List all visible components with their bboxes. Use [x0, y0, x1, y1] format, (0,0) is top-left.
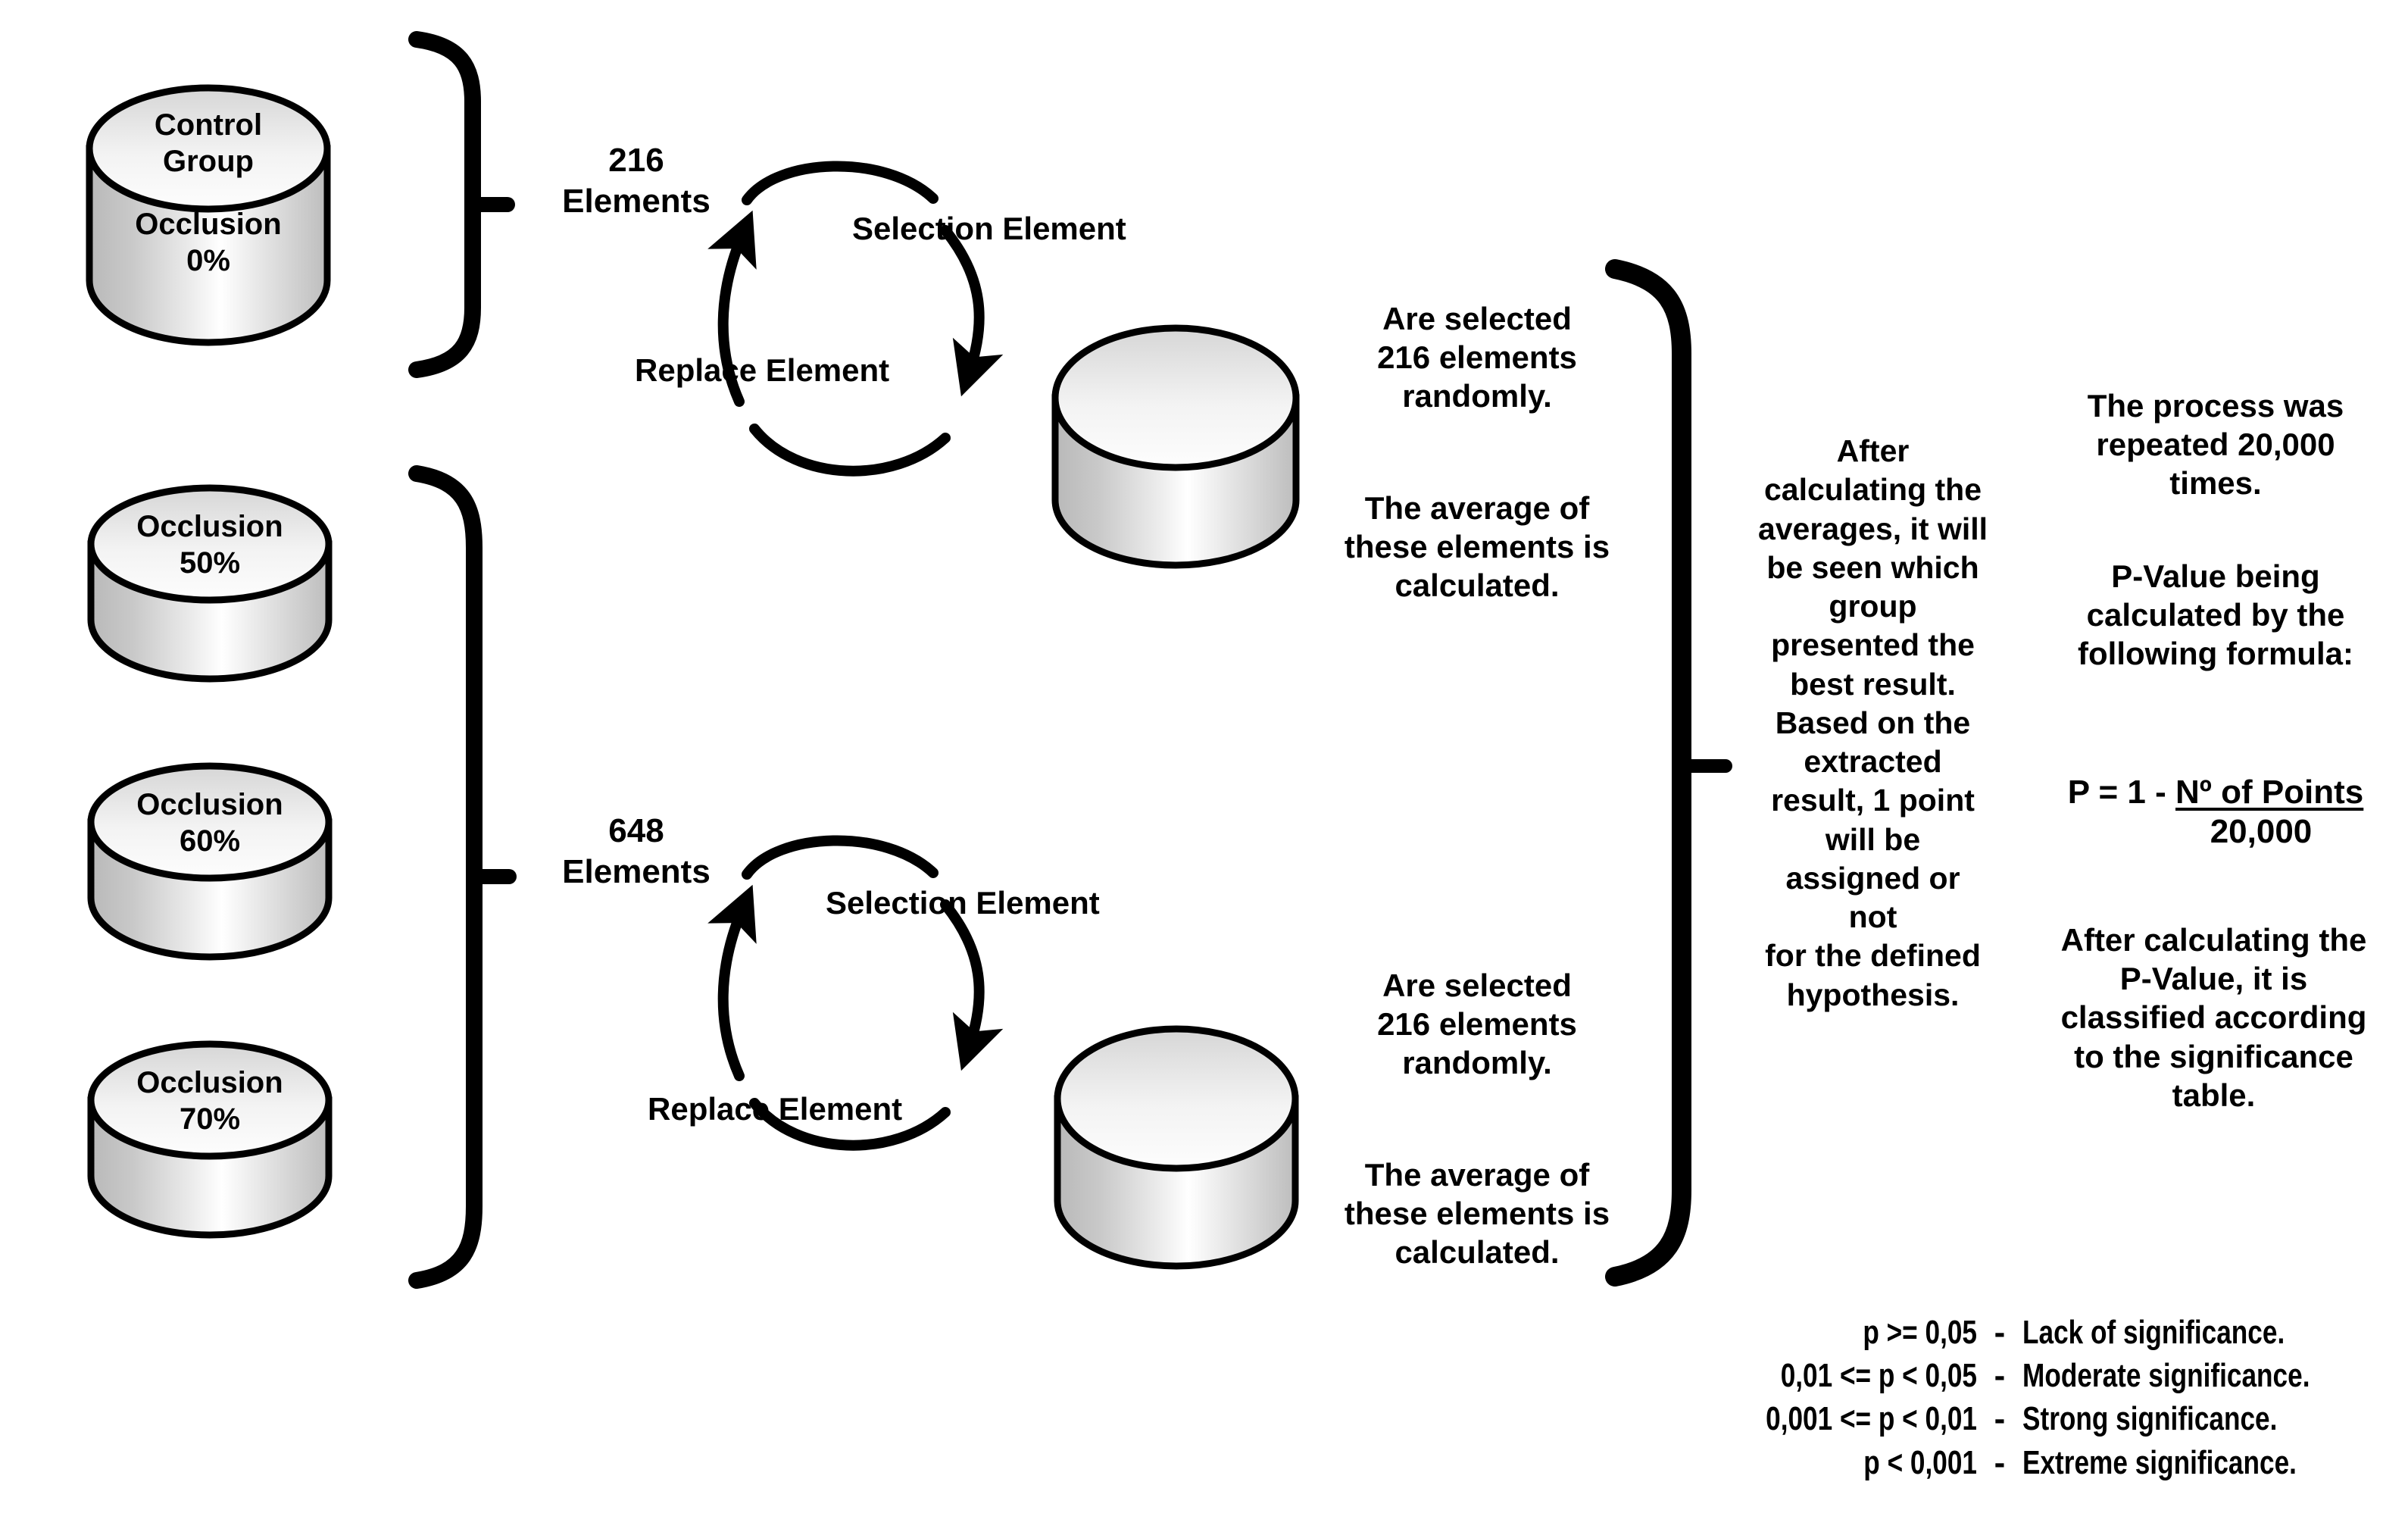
significance-dash: -: [1994, 1443, 2006, 1481]
cycle-bottom-selection-label: Selection Element: [826, 885, 1100, 921]
significance-row: 0,001 <= p < 0,01 - Strong significance.: [1583, 1397, 2381, 1440]
cylinder-occlusion-60-shape: [87, 762, 333, 961]
note-classify-significance: After calculating the P-Value, it is cla…: [2060, 922, 2367, 1113]
cylinder-occlusion-50: Occlusion 50%: [85, 483, 335, 703]
cylinder-sample-top: [1049, 322, 1303, 583]
cycle-arrows-top: [707, 161, 1004, 477]
significance-description: Moderate significance.: [2022, 1357, 2310, 1395]
cylinder-occlusion-70: Occlusion 70%: [85, 1040, 335, 1259]
significance-table: p >= 0,05 - Lack of significance. 0,01 <…: [1583, 1311, 2381, 1484]
note-bottom-average: The average of these elements is calcula…: [1344, 1157, 1610, 1271]
significance-description: Lack of significance.: [2022, 1314, 2285, 1351]
significance-condition: p >= 0,05: [1863, 1314, 1977, 1351]
significance-condition: 0,001 <= p < 0,01: [1766, 1400, 1977, 1438]
note-pvalue-formula-intro: P-Value being calculated by the followin…: [2078, 558, 2353, 672]
cylinder-occlusion-70-shape: [87, 1040, 333, 1239]
cylinder-sample-bottom-shape: [1054, 1025, 1299, 1270]
significance-description: Extreme significance.: [2022, 1443, 2297, 1481]
significance-row: 0,01 <= p < 0,05 - Moderate significance…: [1583, 1354, 2381, 1397]
formula-lhs: P = 1 -: [2067, 774, 2175, 811]
cycle-arrows-bottom: [707, 835, 1004, 1151]
significance-row: p < 0,001 - Extreme significance.: [1583, 1441, 2381, 1484]
cylinder-control-group: Control Group Occlusion 0%: [83, 82, 333, 347]
note-top-average: The average of these elements is calcula…: [1344, 490, 1610, 604]
significance-row: p >= 0,05 - Lack of significance.: [1583, 1311, 2381, 1354]
significance-description: Strong significance.: [2022, 1400, 2278, 1438]
note-bottom-selected: Are selected 216 elements randomly.: [1377, 968, 1577, 1081]
cylinder-occlusion-50-shape: [87, 484, 333, 683]
formula-numerator: Nº of Points: [2175, 774, 2364, 811]
cycle-bottom-replace-label: Replace Element: [648, 1091, 903, 1127]
note-top-selected: Are selected 216 elements randomly.: [1377, 301, 1577, 414]
significance-condition: 0,01 <= p < 0,05: [1780, 1357, 1977, 1395]
significance-dash: -: [1994, 1314, 2006, 1351]
brace-control-group: [408, 31, 515, 378]
formula-denominator: 20,000: [2210, 812, 2313, 850]
brace-occlusion-groups: [408, 465, 517, 1289]
cylinder-occlusion-60: Occlusion 60%: [85, 761, 335, 981]
note-repeat-process: The process was repeated 20,000 times.: [2087, 388, 2344, 502]
cylinder-sample-top-shape: [1051, 324, 1300, 569]
significance-condition: p < 0,001: [1863, 1443, 1977, 1481]
brace-results: [1605, 259, 1732, 1287]
cycle-top-selection-label: Selection Element: [852, 211, 1126, 246]
formula-pvalue: P = 1 - Nº of Points 20,000: [2045, 773, 2386, 852]
significance-dash: -: [1994, 1357, 2006, 1395]
cylinder-sample-bottom: [1051, 1023, 1301, 1284]
significance-dash: -: [1994, 1400, 2006, 1438]
label-216-elements: 216 Elements: [562, 142, 711, 220]
cycle-top-replace-label: Replace Element: [635, 352, 890, 388]
note-compare-averages: After calculating the averages, it will …: [1757, 433, 1988, 1012]
cylinder-control-group-shape: [86, 84, 331, 346]
label-648-elements: 648 Elements: [562, 812, 711, 890]
